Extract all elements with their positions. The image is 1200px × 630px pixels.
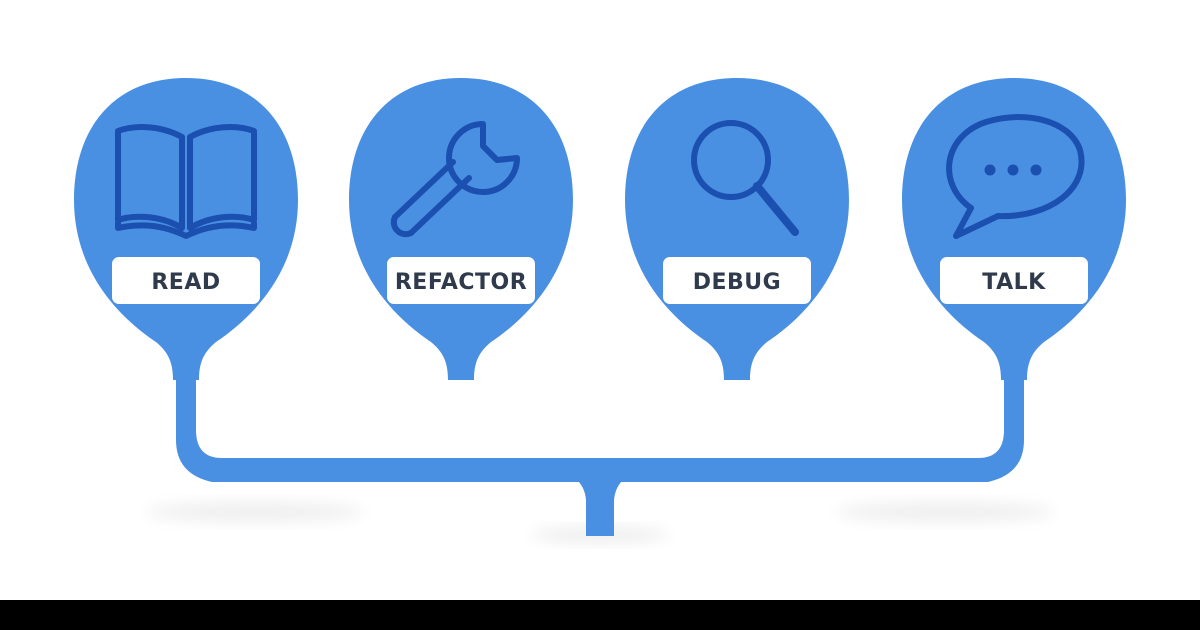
- tree-diagram: READ REFACTOR DEBUG TALK: [74, 78, 1126, 542]
- node-label-box: [387, 257, 535, 304]
- node-label: REFACTOR: [395, 270, 527, 295]
- node-pin-bubble: [625, 78, 849, 380]
- node-pin-bubble: [902, 78, 1126, 380]
- node-debug: DEBUG: [625, 78, 849, 380]
- node-label-box: [940, 257, 1088, 304]
- open-book-icon: [115, 124, 257, 239]
- wrench-icon: [390, 121, 520, 238]
- node-layer: READ REFACTOR DEBUG TALK: [74, 78, 1126, 380]
- node-label-box: [112, 257, 260, 304]
- node-pin-bubble: [74, 78, 298, 380]
- ground-shadows: [145, 503, 1055, 542]
- node-pin-bubble: [349, 78, 573, 380]
- node-refactor: REFACTOR: [349, 78, 573, 380]
- magnifier-icon: [691, 120, 799, 236]
- chat-bubble-icon: [946, 114, 1085, 239]
- connector-trunk: [176, 350, 1024, 482]
- node-label: DEBUG: [693, 270, 781, 295]
- diagram-canvas: READ REFACTOR DEBUG TALK: [0, 0, 1200, 600]
- node-label: READ: [151, 270, 220, 295]
- node-read: READ: [74, 78, 298, 380]
- node-label-box: [663, 257, 811, 304]
- node-talk: TALK: [902, 78, 1126, 380]
- node-label: TALK: [982, 270, 1046, 295]
- connector-root-stem: [556, 470, 644, 536]
- bottom-bar: [0, 600, 1200, 630]
